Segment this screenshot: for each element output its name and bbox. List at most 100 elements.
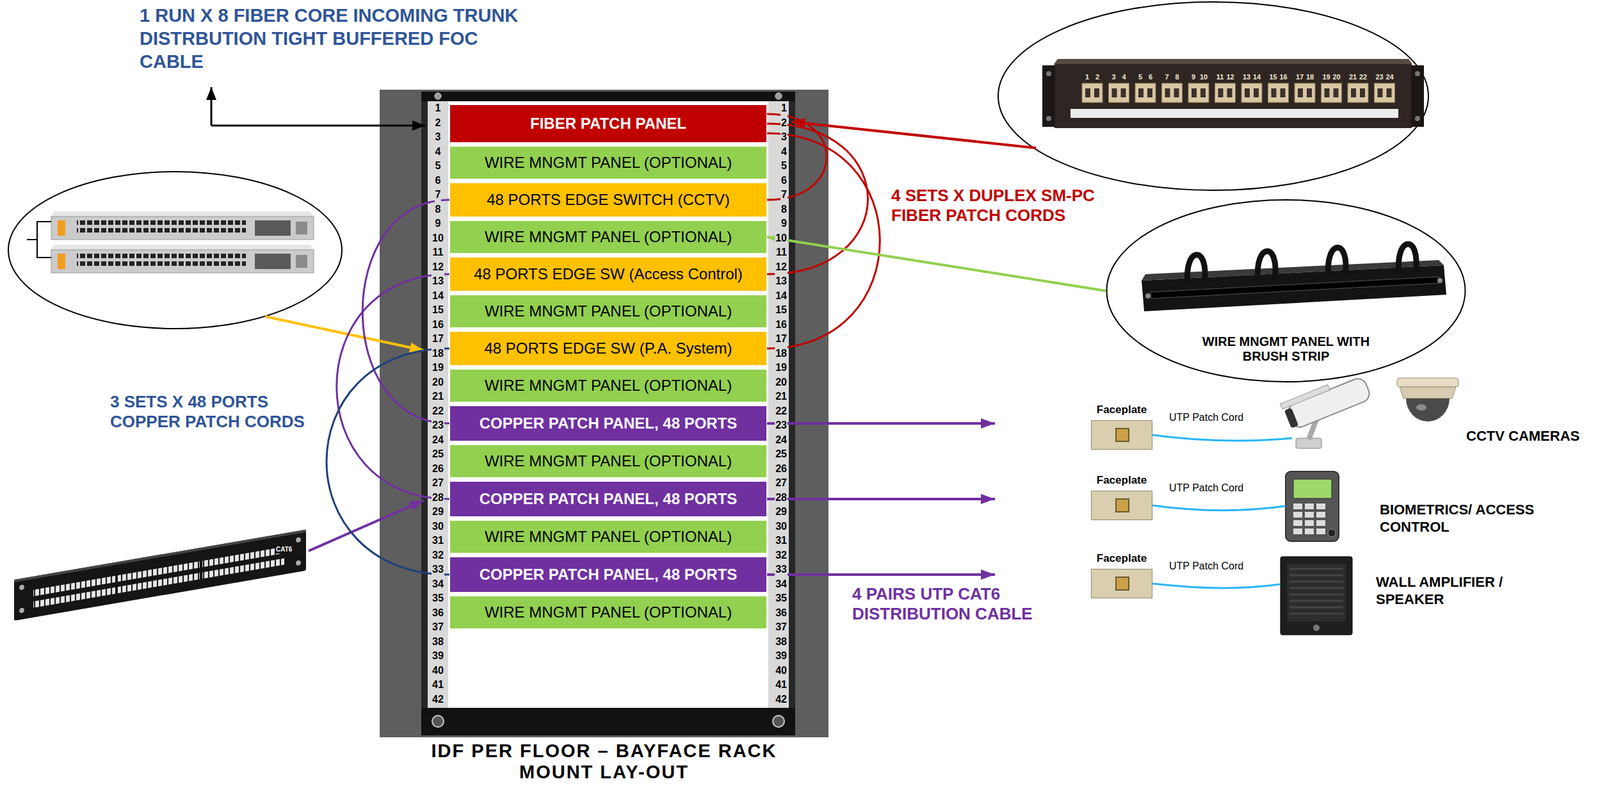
edge-switch: 48 PORTS EDGE SW (P.A. System) [449, 331, 768, 366]
note-label: 3 SETS X 48 PORTS COPPER PATCH CORDS [110, 391, 328, 432]
patch-cord-connector [362, 199, 450, 424]
switch-callout [26, 221, 52, 258]
rack-unit-number: 7 [780, 187, 788, 203]
rack-unit-number: 36 [431, 605, 445, 621]
rack-unit-number: 35 [431, 590, 445, 606]
faceplate-jack [1115, 576, 1130, 591]
copper-panel-picture [14, 529, 307, 621]
copper-panel-picture [19, 583, 25, 590]
callout-ellipse-outline [1257, 250, 1276, 281]
rack-unit-number: 25 [774, 446, 788, 462]
biometric-device-picture [1316, 511, 1326, 518]
wire-management-panel: WIRE MNGMT PANEL (OPTIONAL) [449, 519, 768, 554]
amplifier-picture [1289, 568, 1344, 614]
rack-unit-number: 11 [432, 245, 445, 260]
rack-unit-number: 23 [774, 418, 788, 433]
rack-unit-number: 24 [774, 432, 788, 448]
utp-patch-cord [1152, 583, 1281, 588]
faceplate-plate [1090, 420, 1153, 450]
rack-unit-number: 40 [774, 663, 788, 679]
copper-panel-picture [117, 556, 200, 594]
rack-unit-number: 15 [431, 302, 445, 318]
port-number: 14 [1252, 72, 1261, 82]
fiber-panel-callout [1042, 65, 1056, 127]
rack-unit-number: 37 [431, 619, 445, 635]
port-number: 22 [1359, 72, 1367, 82]
copper-panel-picture [295, 559, 301, 566]
panel-label: 48 PORTS EDGE SW (Access Control) [473, 265, 743, 283]
cctv-camera-picture [1399, 386, 1456, 399]
rack-unit-number: 30 [774, 519, 788, 534]
copper-panel-picture [14, 529, 307, 621]
rack-unit-number: 12 [774, 259, 788, 275]
rack-unit-number: 39 [431, 648, 445, 664]
rack-unit-number: 42 [431, 692, 445, 707]
rack-unit-number: 35 [774, 590, 788, 606]
biometric-device-picture [1293, 519, 1303, 526]
port-number: 10 [1199, 72, 1208, 82]
port-number: 2 [1095, 72, 1100, 82]
port-number: 11 [1216, 72, 1225, 82]
amplifier-picture [1286, 563, 1346, 622]
rack-illustration [775, 92, 782, 100]
port-number: 5 [1138, 72, 1143, 82]
rack-illustration [427, 101, 449, 708]
rack-illustration [421, 91, 796, 736]
rack-unit-number: 26 [774, 461, 788, 477]
rack-illustration [434, 92, 442, 100]
rack-unit-number: 10 [431, 231, 445, 246]
note-label: 4 PAIRS UTP CAT6 DISTRIBUTION CABLE [852, 583, 1058, 624]
panel-label: WIRE MNGMT PANEL (OPTIONAL) [484, 376, 732, 395]
rack-unit-number: 6 [434, 173, 442, 189]
panel-label: COPPER PATCH PANEL, 48 PORTS [479, 414, 738, 433]
rack-unit-number: 9 [434, 216, 442, 232]
fiber-panel-callout [1162, 83, 1183, 103]
rack-illustration [768, 101, 789, 708]
rack-unit-number: 34 [431, 576, 445, 592]
fiber-panel-callout [1294, 83, 1316, 103]
fiber-panel-callout [1188, 83, 1209, 103]
panel-label: WIRE MNGMT PANEL (OPTIONAL) [484, 302, 732, 321]
rack-unit-number: 33 [431, 562, 445, 577]
switch-callout [8, 171, 342, 329]
rack-unit-number: 22 [774, 404, 788, 419]
leader-arrow [767, 421, 995, 425]
cctv-camera-picture [1416, 404, 1427, 411]
faceplate-label: Faceplate [1089, 551, 1154, 565]
switch-callout [51, 244, 314, 273]
port-number: 7 [1164, 72, 1169, 82]
rack-unit-number: 1 [434, 101, 442, 116]
fiber-panel-callout [1268, 83, 1289, 103]
patch-cord-connector [326, 348, 450, 575]
port-number: 1 [1085, 72, 1090, 82]
fiber-panel-callout [1411, 65, 1424, 127]
panel-label: COPPER PATCH PANEL, 48 PORTS [479, 489, 738, 508]
wire-management-panel: WIRE MNGMT PANEL (OPTIONAL) [449, 220, 768, 254]
panel-marking: CAT6 [275, 545, 293, 554]
amplifier-picture [1280, 556, 1353, 635]
rack-unit-number: 34 [774, 576, 788, 592]
biometric-device-picture [1316, 503, 1326, 510]
copper-panel-picture [19, 606, 25, 613]
device-label: BIOMETRICS/ ACCESS CONTROL [1379, 500, 1540, 536]
port-number: 18 [1306, 72, 1314, 82]
rack-unit-number: 6 [780, 173, 788, 189]
rack-unit-number: 27 [774, 475, 788, 491]
cctv-camera-picture [1295, 437, 1322, 449]
rack-unit-number: 36 [774, 605, 788, 621]
leader-arrow [211, 87, 1036, 575]
fiber-panel-callout [1414, 115, 1421, 122]
copper-panel-picture [295, 536, 301, 543]
fiber-panel-callout [998, 1, 1429, 191]
rack-unit-number: 5 [434, 158, 442, 174]
panel-label: WIRE MNGMT PANEL (OPTIONAL) [484, 153, 732, 172]
rack-unit-number: 32 [774, 548, 788, 563]
cord-label: UTP Patch Cord [1169, 411, 1244, 424]
biometric-device-picture [1304, 503, 1314, 510]
port-number: 21 [1349, 72, 1357, 82]
fiber-panel-callout [1135, 83, 1156, 103]
rack-unit-number: 7 [434, 187, 442, 203]
amplifier-picture [1280, 556, 1353, 635]
panel-label: WIRE MNGMT PANEL (OPTIONAL) [484, 227, 732, 246]
rack-unit-number: 20 [431, 375, 445, 390]
